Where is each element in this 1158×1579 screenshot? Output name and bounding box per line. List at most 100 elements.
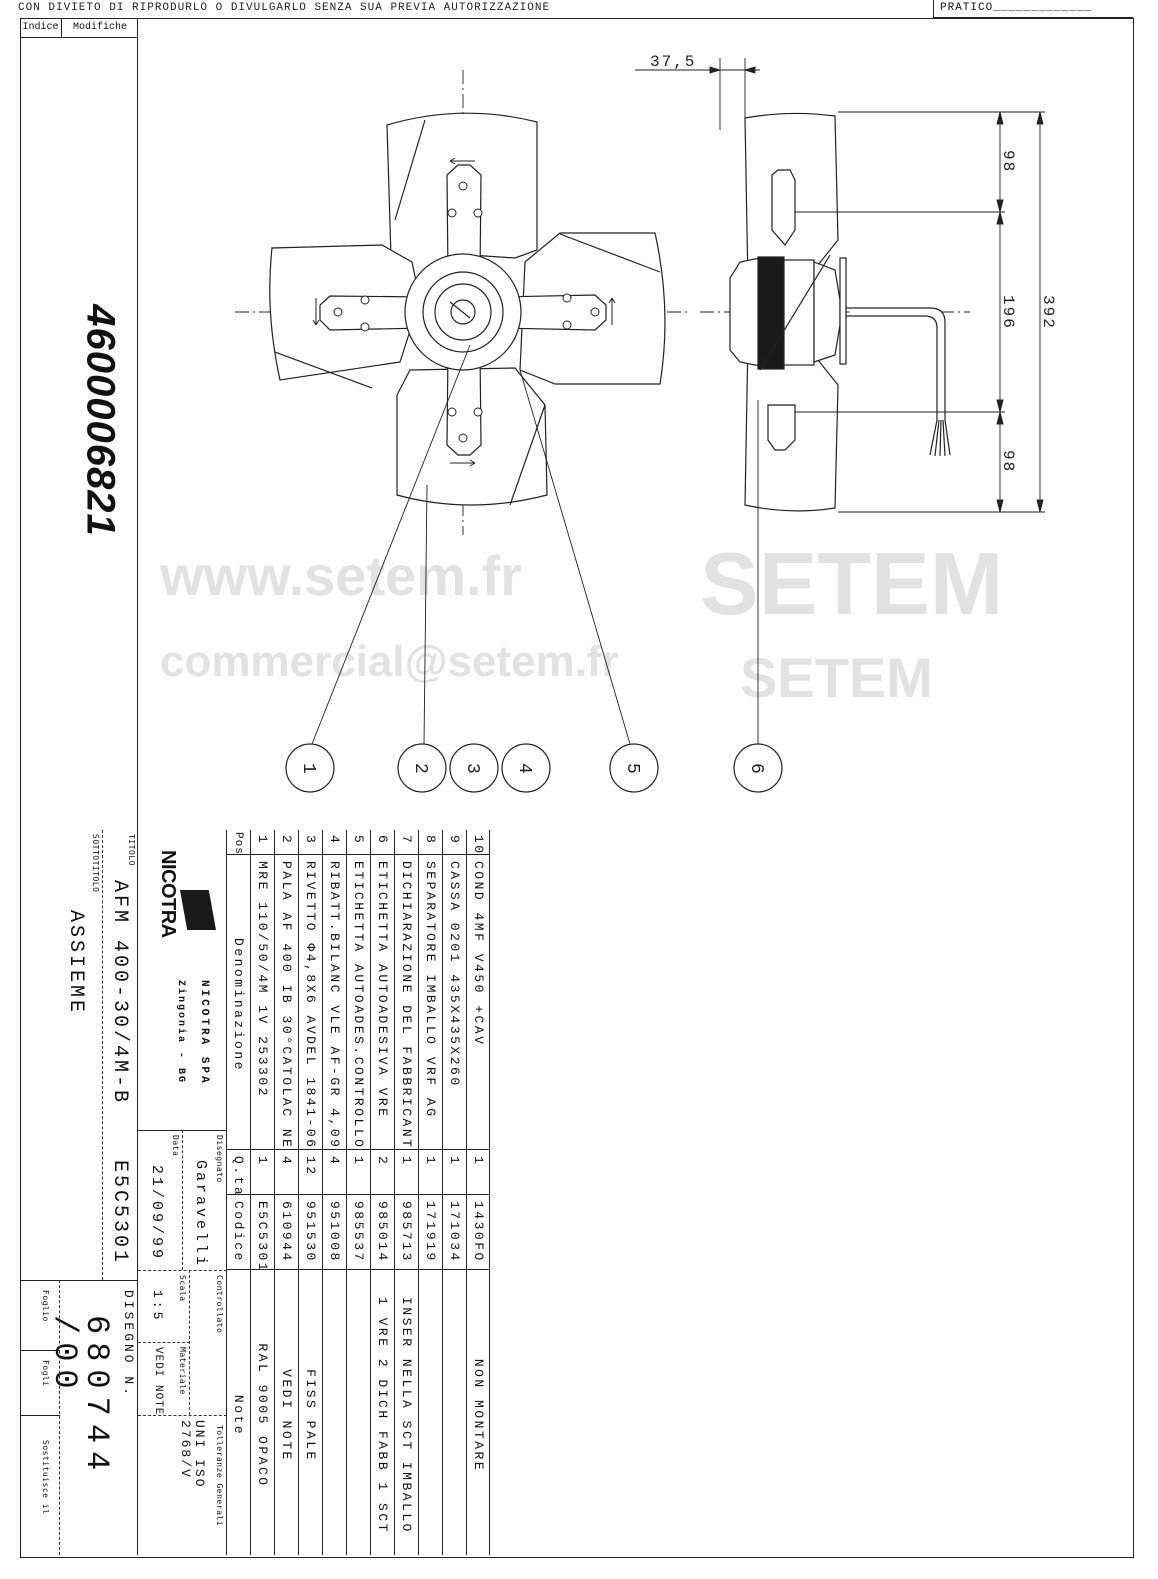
materiale-label: Materiale	[178, 1347, 187, 1395]
front-view	[269, 112, 666, 506]
tolleranze-label: Tolleranze Generali	[215, 1425, 224, 1527]
header-note: Note	[231, 1394, 246, 1437]
cell-qty: 1	[346, 1150, 370, 1195]
cell-note	[418, 1270, 442, 1555]
cell-name: CASSA 0201 435X435X260	[442, 855, 466, 1150]
cell-pos: 3	[298, 830, 322, 855]
cell-note: RAL 9005 OPACO	[255, 1343, 270, 1488]
rotation-arrows	[312, 157, 616, 467]
balloon-1	[285, 743, 335, 793]
header-pos: Pos.	[226, 830, 250, 855]
dim-overall: 392	[1039, 295, 1057, 330]
cell-note: 1 VRE 2 DICH FABB 1 SCT	[375, 1297, 390, 1534]
cell-name: PALA AF 400 IB 30°CATOLAC NERO	[274, 855, 298, 1150]
balloon-number: 4	[514, 763, 534, 774]
dimension-labels: 37,5 98 196 392 98	[650, 53, 1057, 473]
blade-clamp-bottom	[767, 404, 796, 451]
cell-note: INSER NELLA SCT IMBALLO	[399, 1297, 414, 1534]
cell-qty: 4	[322, 1150, 346, 1195]
cell-pos: 6	[370, 830, 394, 855]
cell-name: RIBATT.BILANC VLE AF-GR 4,09	[322, 855, 346, 1150]
cell-pos: 4	[322, 830, 346, 855]
cell-pos: 9	[442, 830, 466, 855]
copyright-notice: CON DIVIETO DI RIPRODURLO O DIVULGARLO S…	[18, 2, 551, 14]
cell-note: VEDI NOTE	[279, 1369, 294, 1462]
parts-table-header: Pos. Denominazione Q.ta Codice Note	[226, 830, 250, 1555]
cell-pos: 10	[466, 830, 490, 855]
pratico-field: PRATICO_____________	[933, 0, 1133, 18]
balloon-number: 6	[746, 763, 766, 774]
rivets	[333, 181, 600, 443]
divider	[20, 1280, 138, 1281]
company-name: NICOTRA SPA	[198, 980, 210, 1086]
balloons	[285, 743, 783, 793]
data-value: 21/09/99	[148, 1165, 165, 1262]
cell-code: 951530	[298, 1195, 322, 1270]
motor-grille	[729, 257, 761, 367]
titolo-code: E5C5301	[108, 1160, 131, 1266]
dim-lower: 98	[999, 450, 1017, 473]
balloon-4	[501, 743, 551, 793]
company-location: Zingonia - BG	[175, 980, 186, 1085]
tolleranze-value: UNI ISO 2768/V	[177, 1420, 207, 1489]
cell-code: 610944	[274, 1195, 298, 1270]
cell-note	[442, 1270, 466, 1555]
back-flange	[839, 257, 847, 365]
blade-clamp-top	[771, 169, 796, 246]
cell-qty: 4	[274, 1150, 298, 1195]
sottotitolo-label: SOTTOTITOLO	[91, 834, 100, 893]
watermark-brand-vertical: SETEM	[740, 646, 933, 709]
balloon-3	[449, 743, 499, 793]
header-name: Denominazione	[226, 855, 250, 1150]
cell-pos: 7	[394, 830, 418, 855]
indice-header: Indice	[20, 18, 62, 38]
cell-name: MRE 110/50/4M 1V 253302	[250, 855, 274, 1150]
watermark-site: www.setem.fr	[160, 544, 523, 607]
fogli-label: Fogli	[41, 1360, 50, 1387]
balloon-number: 5	[622, 763, 642, 774]
balloon-2	[397, 743, 447, 793]
cell-qty: 1	[418, 1150, 442, 1195]
divider	[138, 1415, 227, 1416]
cell-pos: 8	[418, 830, 442, 855]
balloon-numbers: 1 2 3 4 5 6	[298, 763, 766, 774]
motor-body	[757, 256, 785, 370]
logo-text: NICOTRA	[157, 850, 179, 938]
foglio-label: Foglio	[41, 1290, 50, 1322]
divider	[20, 1415, 60, 1416]
cell-qty: 1	[394, 1150, 418, 1195]
watermark-email: commercial@setem.fr	[160, 637, 619, 686]
divider	[137, 830, 138, 1555]
balloon-6	[733, 743, 783, 793]
sottotitolo-value: ASSIEME	[64, 910, 87, 1016]
cell-name: DICHIARAZIONE DEL FABBRICANTE	[394, 855, 418, 1150]
cell-name: COND 4MF V450 +CAV	[466, 855, 490, 1150]
nicotra-logo: NICOTRA	[150, 850, 220, 940]
cell-code: 951008	[322, 1195, 346, 1270]
cell-code: 1430FO	[466, 1195, 490, 1270]
cell-note	[322, 1270, 346, 1555]
revision-column: Indice Modifiche 4600006821	[20, 18, 138, 830]
cell-qty: 1	[250, 1150, 274, 1195]
drawing-number: 680744 /00	[46, 1315, 115, 1479]
materiale-value: VEDI NOTE	[152, 1347, 164, 1416]
titolo-value: AFM 400-30/4M-B	[108, 880, 131, 1106]
cell-code: 171919	[418, 1195, 442, 1270]
balloon-number: 1	[298, 763, 318, 774]
cell-name: SEPARATORE IMBALLO VRF AG	[418, 855, 442, 1150]
cell-pos: 2	[274, 830, 298, 855]
cell-code: 985014	[370, 1195, 394, 1270]
cell-name: RIVETTO Φ4,8X6 AVDEL 1841-0607	[298, 855, 322, 1150]
dim-offset: 37,5	[650, 53, 696, 71]
scala-label: Scala	[178, 1275, 187, 1302]
scala-value: 1:5	[150, 1290, 165, 1323]
